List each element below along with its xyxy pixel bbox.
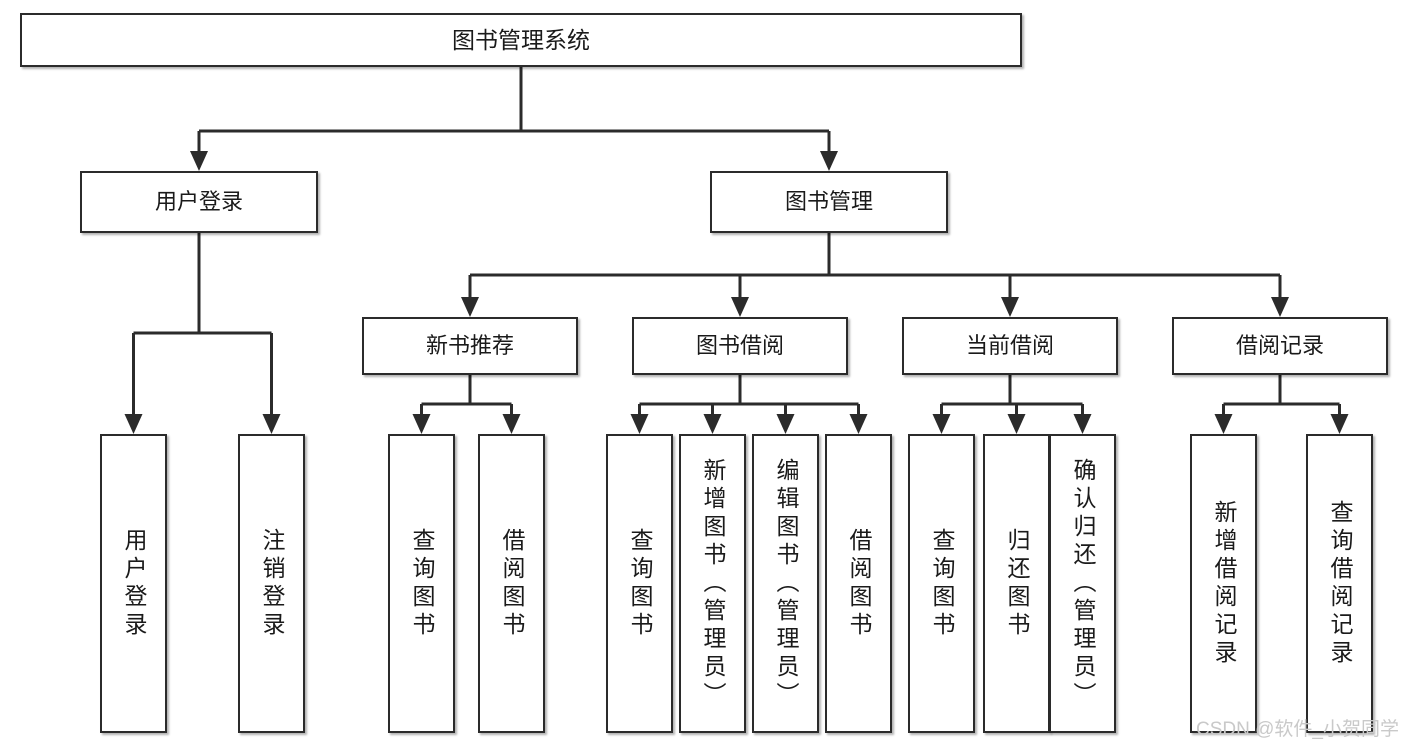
node-current[interactable]: 当前借阅 bbox=[902, 317, 1118, 375]
node-label: 图书管理系统 bbox=[452, 26, 590, 53]
node-label: 借阅记录 bbox=[1235, 333, 1324, 359]
node-l-confirm[interactable]: 确认归还（管理员） bbox=[1049, 434, 1116, 733]
node-label: 查询借阅记录 bbox=[1327, 499, 1353, 668]
arrow-head-icon bbox=[820, 151, 838, 171]
node-label: 编辑图书（管理员） bbox=[773, 457, 799, 710]
node-records[interactable]: 借阅记录 bbox=[1172, 317, 1388, 375]
node-l-userlogin[interactable]: 用户登录 bbox=[100, 434, 167, 733]
arrow-head-icon bbox=[502, 414, 521, 434]
arrow-head-icon bbox=[849, 414, 868, 434]
arrow-head-icon bbox=[776, 414, 795, 434]
node-l-qbook3[interactable]: 查询图书 bbox=[908, 434, 975, 733]
node-l-qrec[interactable]: 查询借阅记录 bbox=[1306, 434, 1373, 733]
node-label: 查询图书 bbox=[929, 527, 955, 640]
node-l-bbook2[interactable]: 借阅图书 bbox=[825, 434, 892, 733]
arrow-head-icon bbox=[1001, 297, 1019, 317]
arrow-head-icon bbox=[1073, 414, 1092, 434]
node-l-logout[interactable]: 注销登录 bbox=[238, 434, 305, 733]
arrow-head-icon bbox=[703, 414, 722, 434]
node-label: 确认归还（管理员） bbox=[1070, 457, 1096, 710]
node-bookmgmt[interactable]: 图书管理 bbox=[710, 171, 948, 233]
node-label: 借阅图书 bbox=[499, 527, 525, 640]
arrow-head-icon bbox=[630, 414, 649, 434]
arrow-head-icon bbox=[932, 414, 951, 434]
node-label: 归还图书 bbox=[1004, 527, 1030, 640]
arrow-head-icon bbox=[1330, 414, 1349, 434]
node-borrow[interactable]: 图书借阅 bbox=[632, 317, 848, 375]
arrow-head-icon bbox=[1271, 297, 1289, 317]
node-l-qbook1[interactable]: 查询图书 bbox=[388, 434, 455, 733]
node-label: 图书借阅 bbox=[695, 333, 784, 359]
node-l-addbook[interactable]: 新增图书（管理员） bbox=[679, 434, 746, 733]
node-label: 图书管理 bbox=[784, 189, 873, 215]
node-label: 新增图书（管理员） bbox=[700, 457, 726, 710]
node-label: 注销登录 bbox=[259, 527, 285, 640]
node-label: 当前借阅 bbox=[965, 333, 1054, 359]
arrow-head-icon bbox=[461, 297, 479, 317]
arrow-head-icon bbox=[262, 414, 281, 434]
node-label: 借阅图书 bbox=[846, 527, 872, 640]
arrow-head-icon bbox=[124, 414, 143, 434]
node-login[interactable]: 用户登录 bbox=[80, 171, 318, 233]
arrow-head-icon bbox=[1214, 414, 1233, 434]
arrow-head-icon bbox=[731, 297, 749, 317]
node-label: 用户登录 bbox=[121, 527, 147, 640]
node-newbook[interactable]: 新书推荐 bbox=[362, 317, 578, 375]
node-l-qbook2[interactable]: 查询图书 bbox=[606, 434, 673, 733]
node-l-addrec[interactable]: 新增借阅记录 bbox=[1190, 434, 1257, 733]
node-label: 查询图书 bbox=[627, 527, 653, 640]
watermark-text: CSDN @软件_小贺同学 bbox=[1196, 719, 1399, 740]
node-root[interactable]: 图书管理系统 bbox=[20, 13, 1022, 67]
node-l-return[interactable]: 归还图书 bbox=[983, 434, 1050, 733]
node-label: 查询图书 bbox=[409, 527, 435, 640]
node-label: 新书推荐 bbox=[425, 333, 514, 359]
arrow-head-icon bbox=[412, 414, 431, 434]
node-label: 用户登录 bbox=[154, 189, 243, 215]
arrow-head-icon bbox=[1007, 414, 1026, 434]
node-l-bbook1[interactable]: 借阅图书 bbox=[478, 434, 545, 733]
arrow-head-icon bbox=[190, 151, 208, 171]
node-label: 新增借阅记录 bbox=[1211, 499, 1237, 668]
node-l-editbook[interactable]: 编辑图书（管理员） bbox=[752, 434, 819, 733]
